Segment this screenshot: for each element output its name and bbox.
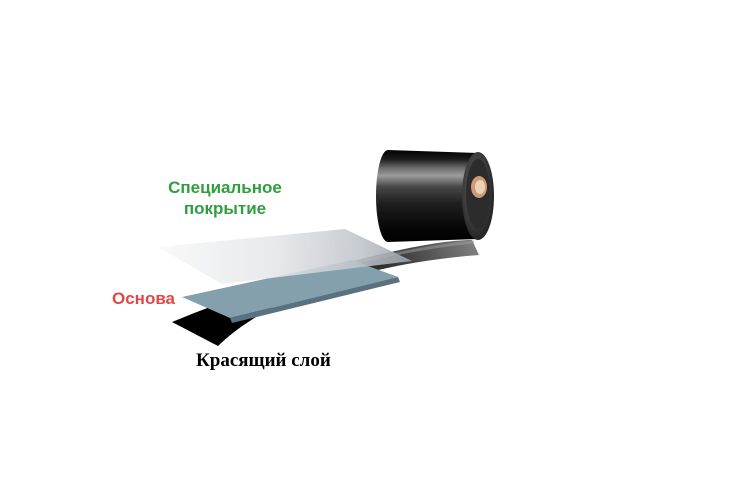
ribbon-roll-body — [376, 150, 491, 242]
ink-layer-sheet — [172, 240, 479, 346]
label-special-coating-line1: Специальное — [168, 178, 282, 197]
base-layer-edge — [230, 277, 400, 323]
label-base: Основа — [112, 289, 176, 308]
base-layer-sheet — [182, 260, 398, 318]
coating-layer-sheet — [158, 229, 412, 284]
roll-core-inner — [475, 180, 485, 194]
label-ink-layer: Красящий слой — [196, 350, 331, 371]
label-special-coating-line2: покрытие — [183, 199, 267, 218]
label-special-coating: Специальное покрытие — [148, 177, 302, 219]
